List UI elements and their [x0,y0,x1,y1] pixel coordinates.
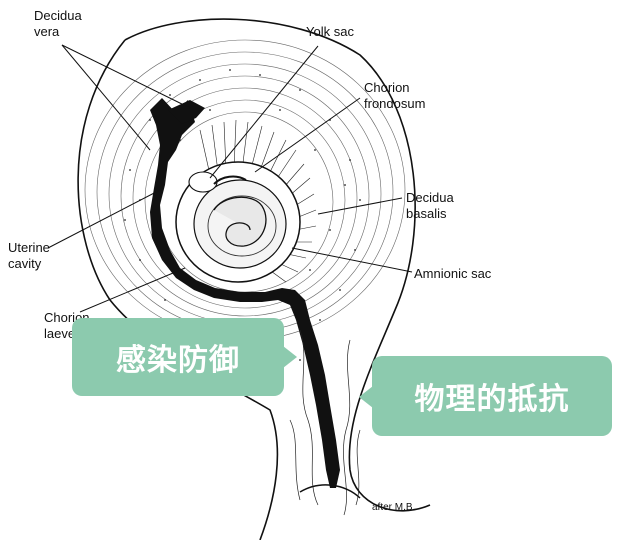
label-chorion-frondosum-1: Chorion [364,80,410,95]
label-decidua-basalis-2: basalis [406,206,447,221]
cavity-notch-top [168,100,205,124]
callout-infection-defense: 感染防御 [72,318,297,396]
callout-physical-resistance: 物理的抵抗 [359,356,612,436]
amnion-inner-ring [207,195,277,257]
leader-lines [47,44,413,313]
label-uterine-cavity-1: Uterine [8,240,50,255]
label-chorion-frondosum-2: frondosum [364,96,425,111]
cervix-folds [289,329,361,516]
callout-physical-resistance-text: 物理的抵抗 [414,382,570,417]
label-yolk-sac: Yolk sac [306,24,354,39]
callout-pointer [283,346,297,368]
embryo-shape [213,196,267,247]
label-credit: after M.B. [372,502,415,513]
uterus-outline [124,18,431,512]
label-amnionic-sac: Amnionic sac [414,266,492,281]
callout-pointer [359,386,373,408]
body-stalk [213,175,247,185]
label-decidua-basalis-1: Decidua [406,190,454,205]
label-uterine-cavity-2: cavity [8,256,42,271]
external-os-lip [299,484,361,499]
uterine-cavity-shape [150,98,340,488]
label-chorion-laeve-2: laeve [44,326,75,341]
callout-infection-defense-text: 感染防御 [116,343,240,378]
label-decidua-vera-2: vera [34,24,60,39]
label-decidua-vera-1: Decidua [34,8,82,23]
